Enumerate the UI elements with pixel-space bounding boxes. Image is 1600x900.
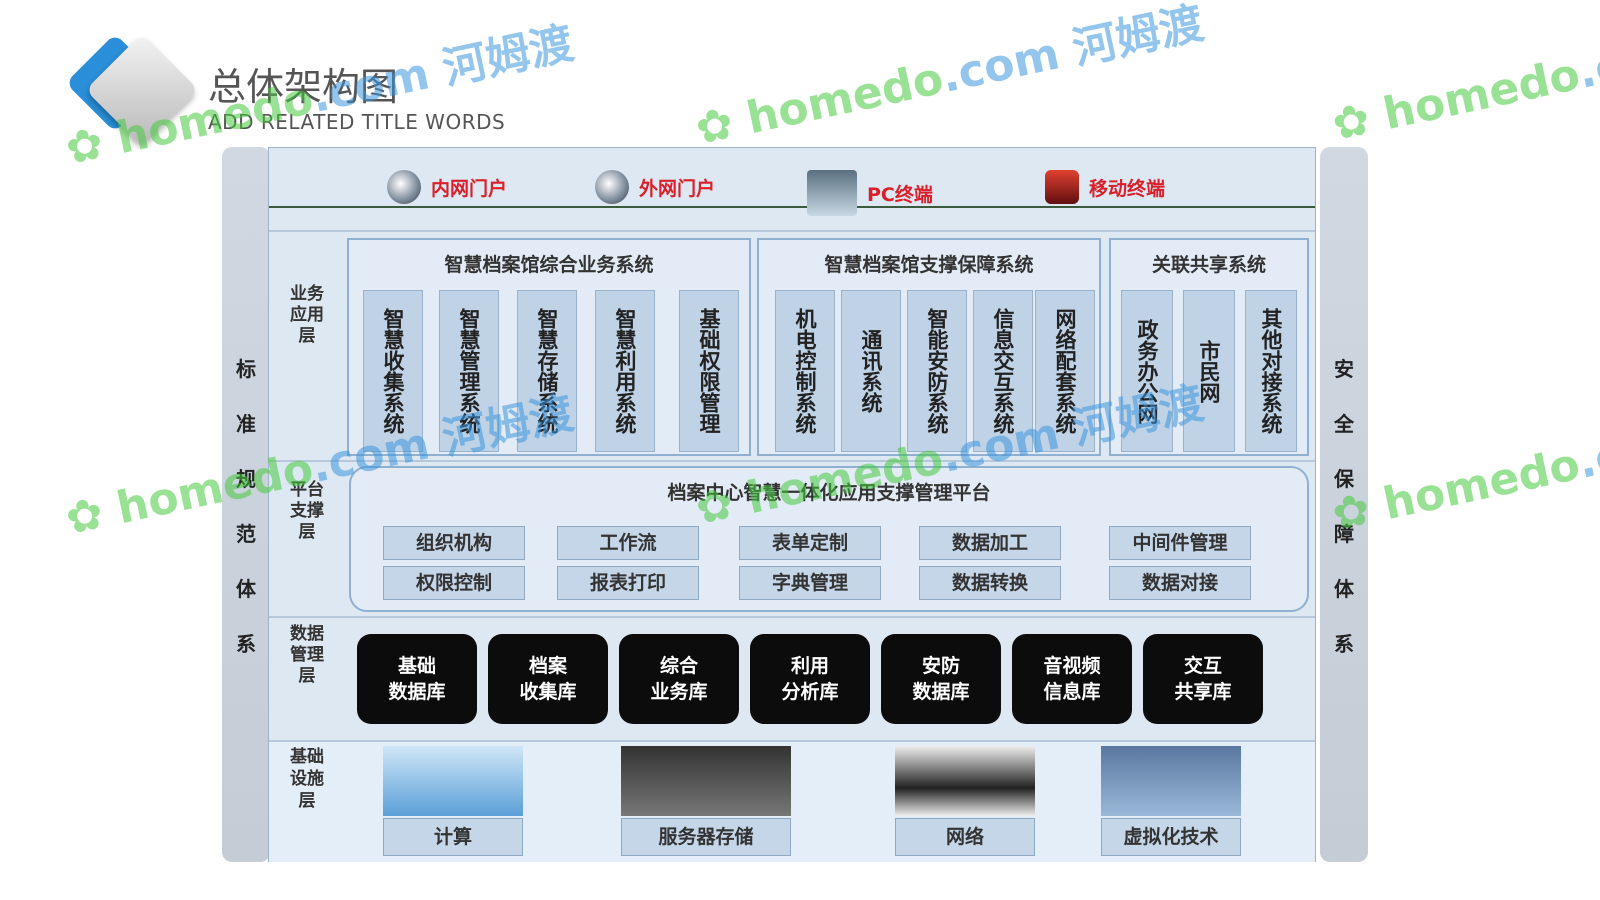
portal-2: PC终端	[807, 170, 933, 216]
architecture-panel: 内网门户 外网门户 PC终端 移动终端 业务应用层 智慧档案馆综合业务系统智慧收集系统…	[268, 147, 1316, 862]
system-box: 其他对接系统	[1245, 290, 1297, 452]
database-block: 档案 收集库	[488, 634, 608, 724]
watermark: ✿ homedo.c	[1327, 429, 1600, 542]
infra-item: 虚拟化技术	[1101, 818, 1241, 856]
system-box: 政务办公网	[1121, 290, 1173, 452]
bar-char: 障	[1334, 521, 1354, 546]
system-box: 通讯系统	[841, 290, 901, 452]
bar-char: 全	[1334, 411, 1354, 436]
system-box: 智能安防系统	[907, 290, 967, 452]
security-system-bar: 安全保障体系	[1320, 147, 1368, 862]
bar-char: 保	[1334, 466, 1354, 491]
group-title: 关联共享系统	[1151, 254, 1266, 276]
system-box: 市民网	[1183, 290, 1235, 452]
system-box: 基础权限管理	[679, 290, 739, 452]
infra-item: 计算	[383, 818, 523, 856]
watermark: ✿ homedo.com 河姆渡	[691, 0, 1208, 156]
bar-char: 规	[236, 466, 256, 491]
portal-label: 外网门户	[639, 177, 716, 200]
database-block: 音视频 信息库	[1012, 634, 1132, 724]
page-subtitle: ADD RELATED TITLE WORDS	[208, 110, 506, 134]
platform-module: 数据加工	[919, 526, 1061, 560]
portal-1: 外网门户	[595, 170, 715, 204]
database-block: 交互 共享库	[1143, 634, 1263, 724]
virtualization-image	[1101, 746, 1241, 816]
database-block: 安防 数据库	[881, 634, 1001, 724]
bar-char: 范	[236, 521, 256, 546]
bar-char: 标	[236, 356, 256, 381]
system-box: 智慧管理系统	[439, 290, 499, 452]
platform-title: 档案中心智慧一体化应用支撑管理平台	[667, 482, 991, 504]
group-title: 智慧档案馆综合业务系统	[444, 254, 654, 276]
platform-module: 中间件管理	[1109, 526, 1251, 560]
platform-module: 组织机构	[383, 526, 525, 560]
layer-label: 基础设施层	[290, 747, 324, 811]
standards-system-bar: 标准规范体系	[222, 147, 270, 862]
layer-label: 平台支撑层	[290, 480, 324, 542]
layer-label: 业务应用层	[290, 284, 324, 346]
platform-layer: 平台支撑层 档案中心智慧一体化应用支撑管理平台 组织机构工作流 表单定制 数据加工 中…	[269, 460, 1315, 616]
bar-char: 安	[1334, 356, 1354, 381]
portal-0: 内网门户	[387, 170, 507, 204]
cloud-network-image	[383, 746, 523, 816]
portal-label: 移动终端	[1089, 177, 1166, 200]
bar-char: 准	[236, 411, 256, 436]
database-block: 基础 数据库	[357, 634, 477, 724]
system-box: 机电控制系统	[775, 290, 835, 452]
bar-char: 体	[236, 576, 256, 601]
watermark: ✿ homedo.c	[1327, 39, 1600, 152]
platform-module: 工作流	[557, 526, 699, 560]
business-group-2: 关联共享系统政务办公网市民网其他对接系统	[1109, 238, 1309, 456]
portal-label: 内网门户	[431, 177, 508, 200]
portal-row: 内网门户 外网门户 PC终端 移动终端	[269, 148, 1315, 216]
globe-icon	[387, 170, 421, 204]
platform-module: 字典管理	[739, 566, 881, 600]
globe-icon	[595, 170, 629, 204]
mobile-icon	[1045, 170, 1079, 204]
platform-group: 档案中心智慧一体化应用支撑管理平台 组织机构工作流 表单定制 数据加工 中间件管理权限…	[349, 466, 1309, 612]
business-group-1: 智慧档案馆支撑保障系统机电控制系统通讯系统智能安防系统信息交互系统网络配套系统	[757, 238, 1101, 456]
infra-layer: 基础设施层 计算 服务器存储 网络 虚拟化技术	[269, 740, 1315, 862]
system-box: 网络配套系统	[1035, 290, 1095, 452]
database-block: 综合 业务库	[619, 634, 739, 724]
platform-module: 报表打印	[557, 566, 699, 600]
group-title: 智慧档案馆支撑保障系统	[824, 254, 1034, 276]
system-box: 信息交互系统	[973, 290, 1033, 452]
bar-char: 系	[236, 631, 256, 656]
platform-module: 表单定制	[739, 526, 881, 560]
business-layer: 业务应用层 智慧档案馆综合业务系统智慧收集系统智慧管理系统智慧存储系统智慧利用系…	[269, 230, 1315, 460]
bar-char: 体	[1334, 576, 1354, 601]
computer-icon	[807, 170, 857, 216]
network-switch-image	[895, 746, 1035, 816]
platform-module: 数据转换	[919, 566, 1061, 600]
page-title: 总体架构图	[208, 65, 399, 109]
server-rack-image	[621, 746, 791, 816]
system-box: 智慧存储系统	[517, 290, 577, 452]
portal-3: 移动终端	[1045, 170, 1165, 204]
platform-module: 权限控制	[383, 566, 525, 600]
bar-char: 系	[1334, 631, 1354, 656]
system-box: 智慧收集系统	[363, 290, 423, 452]
infra-item: 网络	[895, 818, 1035, 856]
business-group-0: 智慧档案馆综合业务系统智慧收集系统智慧管理系统智慧存储系统智慧利用系统基础权限管…	[347, 238, 751, 456]
database-block: 利用 分析库	[750, 634, 870, 724]
platform-module: 数据对接	[1109, 566, 1251, 600]
data-layer: 数据管理层 基础 数据库档案 收集库综合 业务库利用 分析库安防 数据库音视频 …	[269, 616, 1315, 740]
infra-item: 服务器存储	[621, 818, 791, 856]
system-box: 智慧利用系统	[595, 290, 655, 452]
layer-label: 数据管理层	[290, 624, 324, 686]
portal-label: PC终端	[867, 183, 933, 206]
